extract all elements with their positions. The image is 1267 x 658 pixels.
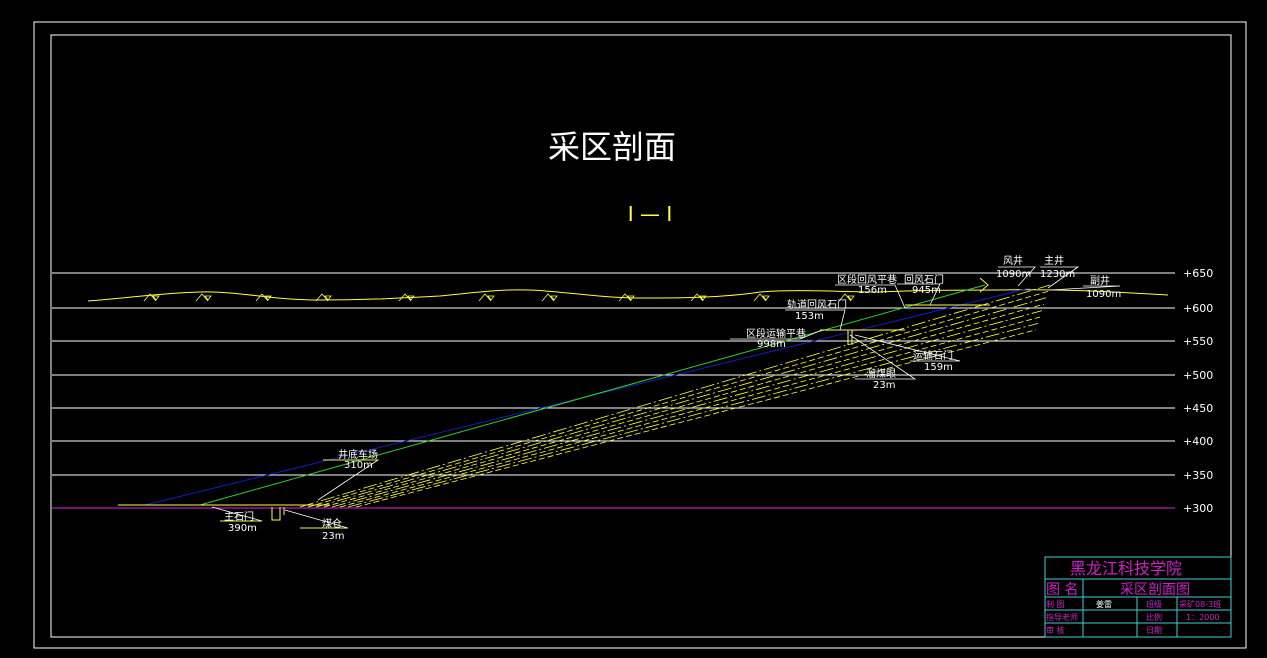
annotation-leaders-yellow — [220, 459, 378, 529]
main-shaft-name: 主井 — [1044, 254, 1064, 267]
section-mark: I — I — [628, 202, 673, 226]
drawing-name: 采区剖面图 — [1120, 582, 1190, 598]
drawing-name-label: 图 名 — [1046, 582, 1078, 598]
outer-frame — [33, 21, 1247, 649]
main-crosscut-length: 390m — [228, 523, 257, 534]
haulage-crosscut-name: 运输石门 — [913, 349, 953, 362]
drawn-by: 姜雷 — [1096, 599, 1112, 609]
drawn-by-label: 制 图 — [1046, 599, 1065, 609]
coal-chute-name: 溜煤眼 — [866, 367, 896, 380]
return-crosscut-name: 回风石门 — [904, 273, 944, 286]
terrain-symbol — [478, 293, 495, 302]
drawing-title: 采区剖面 — [548, 128, 676, 166]
main-shaft-length: 1230m — [1040, 269, 1075, 280]
terrain-symbol — [143, 293, 160, 302]
main-crosscut-name: 主石门 — [224, 510, 254, 523]
elevation-label: +350 — [1183, 469, 1213, 482]
seam-line — [355, 329, 1037, 508]
terrain-symbol — [541, 293, 558, 302]
elevation-label: +300 — [1183, 502, 1213, 515]
haulage-crosscut-length: 159m — [924, 362, 953, 373]
terrain-line — [87, 289, 1169, 302]
terrain-symbols — [143, 293, 855, 302]
haulage-roadway-name: 区段运输平巷 — [746, 327, 806, 340]
terrain-symbol — [315, 293, 332, 302]
scale-value: 1：2000 — [1186, 613, 1219, 622]
date-label: 日期 — [1146, 626, 1162, 635]
terrain-symbol — [618, 293, 635, 302]
roadway-labels: 区段回风平巷 156m 回风石门 945m 轨道回风石门 153m 区段运输平巷… — [224, 254, 1121, 542]
coal-bunker-name: 煤仓 — [322, 517, 342, 530]
return-roadway-length: 156m — [858, 285, 887, 296]
shaft-bottom-length: 310m — [344, 460, 373, 471]
terrain-symbol — [255, 293, 272, 302]
scale-label: 比例 — [1146, 612, 1162, 622]
class-label: 班级 — [1146, 599, 1162, 609]
aux-shaft-name: 副井 — [1090, 274, 1110, 287]
vent-shaft-length: 1090m — [996, 269, 1031, 280]
annotation-leaders — [211, 266, 1121, 529]
elevation-label: +400 — [1183, 435, 1213, 448]
vent-shaft-name: 风井 — [1003, 254, 1023, 267]
coal-bunker-shape — [271, 507, 285, 521]
elevation-label: +550 — [1183, 335, 1213, 348]
review-label: 审 核 — [1046, 625, 1065, 635]
seam-line — [315, 297, 1047, 508]
title-block — [1044, 556, 1232, 638]
coal-bunker-length: 23m — [322, 531, 344, 542]
coal-chute-length: 23m — [873, 380, 895, 391]
inner-frame — [50, 34, 1232, 638]
seam-line — [299, 284, 1051, 508]
terrain-symbol — [398, 293, 415, 302]
seam-line — [339, 316, 1041, 508]
terrain-symbol — [838, 293, 855, 302]
green-line — [199, 284, 986, 506]
terrain-symbol — [690, 293, 707, 302]
aux-shaft-length: 1090m — [1086, 289, 1121, 300]
school-name: 黑龙江科技学院 — [1070, 559, 1182, 578]
elevation-label: +650 — [1183, 267, 1213, 280]
elevation-label: +450 — [1183, 402, 1213, 415]
track-return-crosscut-name: 轨道回风石门 — [787, 298, 847, 311]
seam-line — [347, 323, 1039, 508]
terrain-symbol — [753, 293, 770, 302]
shaft-bottom-name: 井底车场 — [338, 448, 378, 461]
advisor-label: 指导老师 — [1046, 612, 1078, 622]
elevation-label: +500 — [1183, 369, 1213, 382]
seam-line — [307, 291, 1049, 508]
shaft-bottom-structure — [820, 277, 990, 345]
seam-line — [331, 310, 1043, 508]
terrain-symbol — [195, 293, 212, 302]
coal-seam-lines — [299, 284, 1051, 508]
elevation-lines: +650 +600 +550 +500 +450 +400 +350 +300 — [52, 267, 1213, 515]
return-roadway-name: 区段回风平巷 — [837, 273, 897, 286]
elevation-label: +600 — [1183, 302, 1213, 315]
track-return-crosscut-length: 153m — [795, 311, 824, 322]
class-value: 采矿08-3班 — [1179, 599, 1221, 609]
return-crosscut-length: 945m — [912, 285, 941, 296]
haulage-roadway-length: 998m — [757, 339, 786, 350]
seam-line — [323, 303, 1045, 508]
